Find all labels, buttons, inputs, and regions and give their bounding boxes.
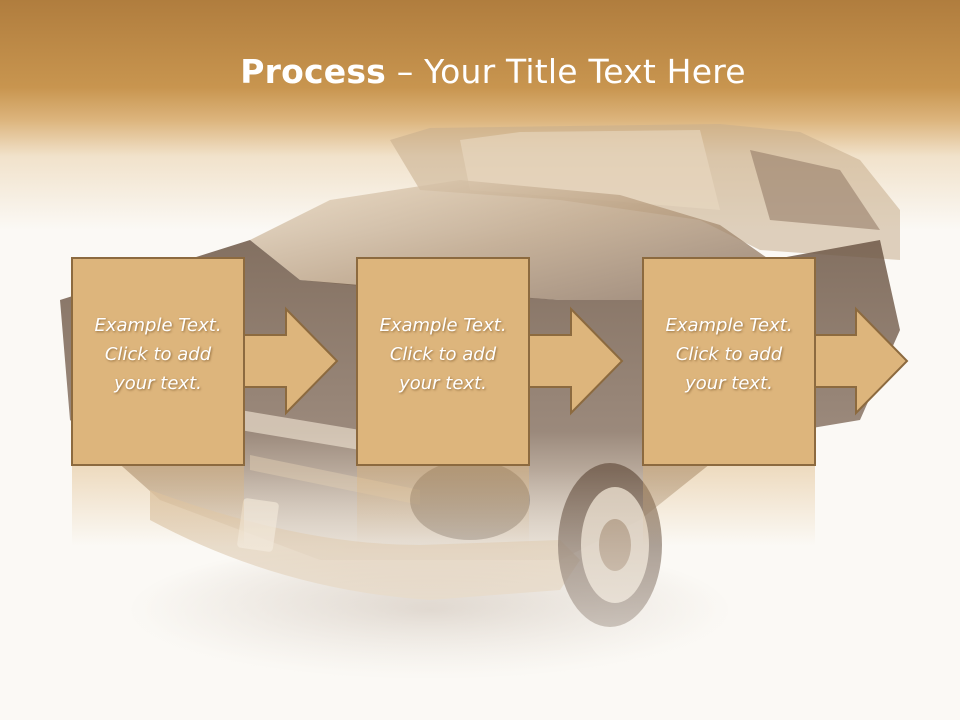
slide-title[interactable]: Process – Your Title Text Here: [0, 52, 960, 91]
step-text-line: Example Text.: [94, 315, 222, 336]
step-text-line: your text.: [685, 373, 773, 394]
step-1-box[interactable]: [71, 257, 245, 466]
step-3-reflection: [643, 466, 815, 546]
step-1-text[interactable]: Example Text. Click to add your text.: [72, 311, 244, 398]
title-rest: – Your Title Text Here: [386, 52, 746, 91]
arrow-right-icon: [243, 306, 339, 416]
step-1-reflection: [72, 466, 244, 546]
step-2-text[interactable]: Example Text. Click to add your text.: [357, 311, 529, 398]
step-text-line: your text.: [399, 373, 487, 394]
step-2-box[interactable]: [356, 257, 530, 466]
step-text-line: Example Text.: [665, 315, 793, 336]
step-text-line: your text.: [114, 373, 202, 394]
step-3-box[interactable]: [642, 257, 816, 466]
step-text-line: Click to add: [104, 344, 212, 365]
arrow-right-icon: [528, 306, 624, 416]
step-3-text[interactable]: Example Text. Click to add your text.: [643, 311, 815, 398]
step-text-line: Click to add: [389, 344, 497, 365]
step-2-reflection: [357, 466, 529, 546]
arrow-right-icon: [814, 306, 909, 416]
step-text-line: Example Text.: [379, 315, 507, 336]
title-bold: Process: [240, 52, 387, 91]
step-text-line: Click to add: [675, 344, 783, 365]
